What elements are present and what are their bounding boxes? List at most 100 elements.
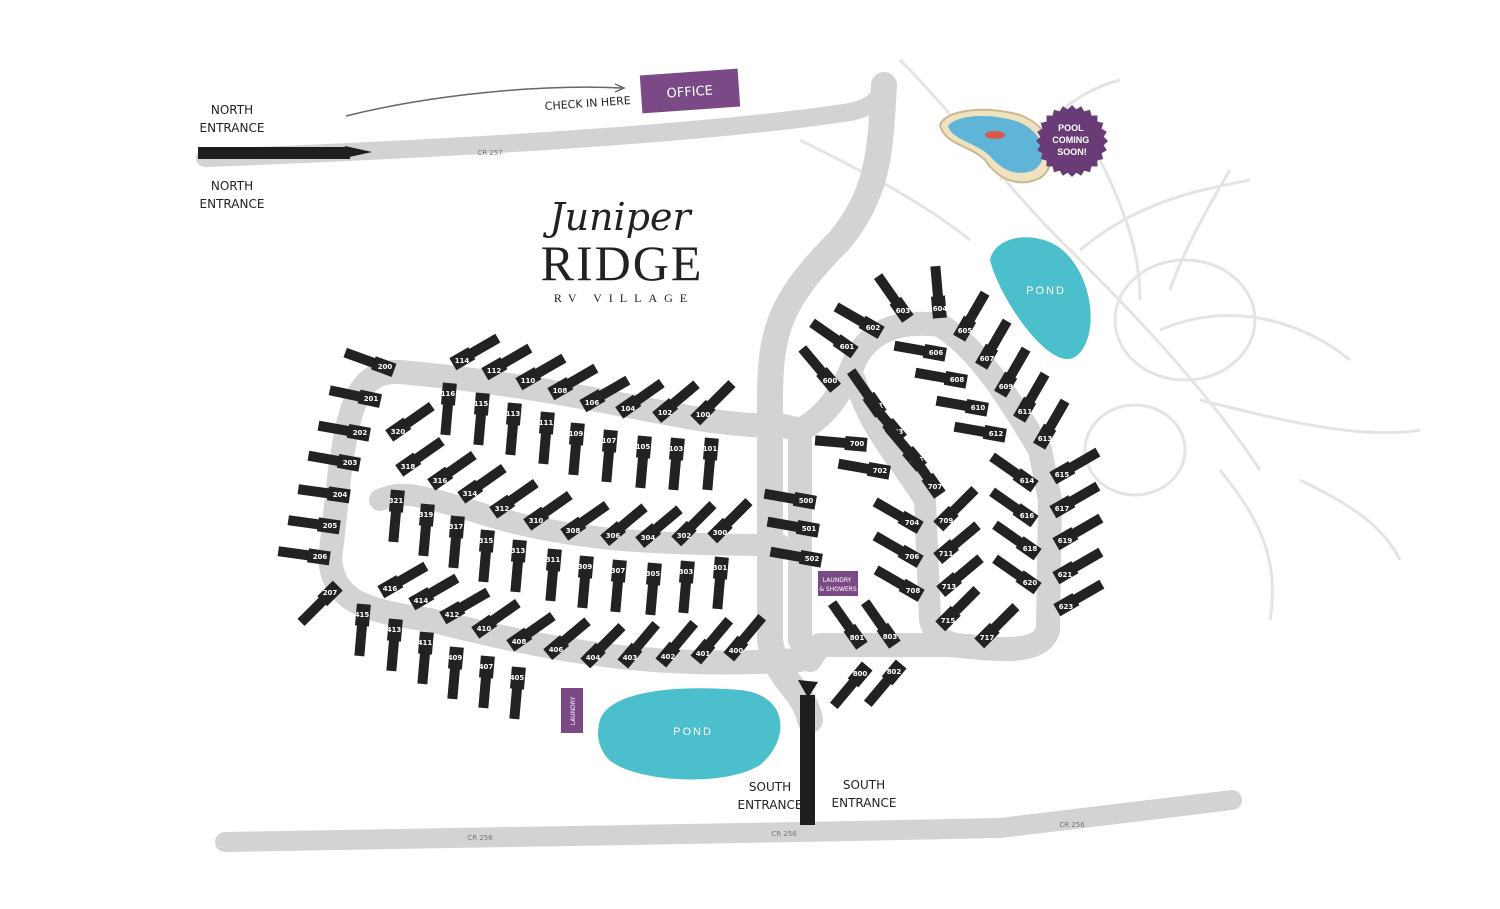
- campsite-number: 610: [971, 404, 986, 412]
- campsite-number: 607: [980, 355, 995, 363]
- campsite-401: [690, 616, 734, 665]
- campsite-number: 619: [1058, 537, 1073, 545]
- campsite-number: 308: [566, 527, 581, 535]
- campsite-109: [568, 422, 585, 476]
- campsite-114: [449, 333, 501, 371]
- campsite-306: [600, 503, 648, 547]
- campsite-619: [1052, 513, 1104, 551]
- campsite-number: 707: [928, 483, 943, 491]
- campsite-206: [277, 546, 331, 566]
- pool-illustration: [938, 108, 1053, 184]
- campsite-400: [723, 613, 767, 662]
- campsite-411: [417, 631, 434, 685]
- campsite-number: 400: [729, 647, 744, 655]
- campsite-611: [1013, 371, 1050, 423]
- campsite-number: 114: [455, 357, 470, 365]
- campsite-number: 318: [401, 463, 416, 471]
- campsite-number: 108: [553, 387, 568, 395]
- campsite-number: 700: [850, 440, 865, 448]
- campsite-number: 614: [1020, 477, 1035, 485]
- campsite-307: [610, 559, 627, 613]
- campsite-320: [385, 401, 435, 442]
- campsite-number: 402: [661, 653, 676, 661]
- campsite-number: 102: [658, 409, 673, 417]
- campsite-200: [343, 347, 397, 377]
- campsite-403: [617, 620, 661, 669]
- campsite-number: 115: [474, 400, 489, 408]
- campsite-800: [829, 661, 873, 710]
- campsite-number: 601: [840, 343, 855, 351]
- campsite-704: [872, 497, 924, 534]
- campsite-801: [827, 600, 868, 650]
- campsite-409: [447, 646, 464, 700]
- campsite-112: [481, 343, 533, 381]
- campsite-number: 801: [850, 634, 865, 642]
- campsite-407: [478, 655, 495, 709]
- campsite-410: [471, 598, 521, 639]
- campsite-number: 412: [445, 611, 460, 619]
- campsite-number: 704: [905, 519, 920, 527]
- campsite-number: 709: [939, 517, 954, 525]
- campsite-number: 502: [805, 555, 820, 563]
- campsite-number: 410: [477, 625, 492, 633]
- campsite-404: [580, 623, 626, 669]
- pool-badge: [1036, 105, 1108, 177]
- campsite-702: [837, 458, 891, 480]
- campsite-100: [690, 380, 736, 426]
- campsite-number: 706: [905, 553, 920, 561]
- campsite-number: 205: [323, 522, 338, 530]
- road-label-cr256-b: CR 256: [771, 830, 797, 838]
- campsite-number: 206: [313, 553, 328, 561]
- campsite-207: [297, 580, 343, 626]
- campsite-number: 207: [323, 589, 338, 597]
- campsite-number: 604: [933, 305, 948, 313]
- campsite-203: [307, 450, 361, 472]
- campsite-106: [579, 375, 631, 413]
- campsite-number: 106: [585, 399, 600, 407]
- campsite-303: [678, 560, 695, 614]
- campsite-304: [635, 505, 683, 549]
- laundry-label: LAUNDRY: [570, 696, 577, 725]
- campsite-number: 304: [641, 534, 656, 542]
- campsite-number: 802: [887, 668, 902, 676]
- campsite-number: 303: [679, 568, 694, 576]
- campsite-708: [873, 565, 925, 602]
- olive-branch-illustration: [799, 58, 1421, 621]
- campsite-number: 609: [999, 383, 1014, 391]
- campsite-202: [317, 420, 371, 442]
- campsite-number: 317: [449, 523, 464, 531]
- campsite-700: [814, 435, 868, 452]
- campsite-316: [427, 450, 477, 491]
- campsite-number: 200: [378, 363, 393, 371]
- campsite-308: [560, 500, 610, 541]
- campsite-201: [328, 385, 383, 408]
- campsite-305: [645, 562, 662, 616]
- entrance-roads: [198, 146, 818, 825]
- campsite-802: [863, 659, 907, 708]
- campsite-607: [975, 318, 1012, 370]
- campsite-number: 320: [391, 428, 406, 436]
- campsite-300: [707, 498, 753, 544]
- campsite-500: [763, 488, 817, 510]
- campsite-617: [1049, 481, 1101, 519]
- campsite-413: [386, 618, 403, 672]
- campsite-715: [935, 586, 981, 632]
- campsite-number: 311: [546, 556, 561, 564]
- campsite-706: [872, 531, 924, 568]
- campsite-number: 306: [606, 532, 621, 540]
- campsite-311: [545, 548, 562, 602]
- campsite-618: [992, 520, 1042, 561]
- campsite-111: [538, 411, 555, 465]
- campsite-number: 800: [853, 670, 868, 678]
- campsite-number: 202: [353, 429, 368, 437]
- pond-south: [597, 688, 781, 780]
- office-building: [639, 68, 741, 114]
- campsite-711: [933, 521, 981, 565]
- campsite-number: 307: [611, 567, 626, 575]
- campsite-number: 316: [433, 477, 448, 485]
- campsites: 2002012022032042052062071141121101081061…: [277, 265, 1105, 720]
- campsite-315: [478, 529, 495, 583]
- campsite-number: 415: [355, 611, 370, 619]
